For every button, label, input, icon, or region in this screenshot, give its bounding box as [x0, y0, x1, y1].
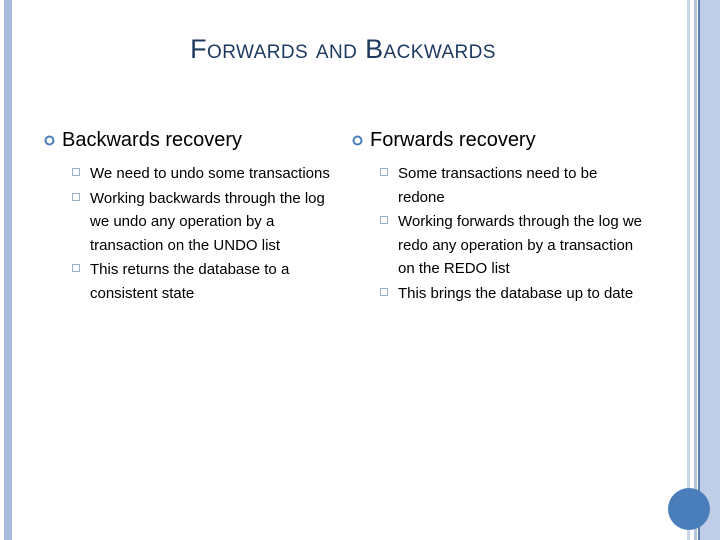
circle-outline-bullet-icon [352, 128, 370, 146]
list-item-label: Working forwards through the log we redo… [398, 213, 643, 277]
list-item: We need to undo some transactions [72, 162, 334, 186]
list-item-label: This returns the database to a consisten… [90, 261, 290, 302]
list-item-label: This brings the database up to date [398, 284, 634, 302]
slide-content: Backwards recovery We need to undo some … [44, 128, 664, 306]
decorative-circle [668, 488, 710, 530]
list-item-label: Working backwards through the log we und… [90, 189, 325, 254]
square-outline-bullet-icon [72, 258, 90, 272]
list-item: This brings the database up to date [380, 282, 642, 306]
right-decorative-stripe-1 [687, 0, 690, 540]
circle-outline-bullet-icon [44, 128, 62, 146]
list-item-label: Some transactions need to be redone [398, 165, 598, 206]
square-outline-bullet-icon [380, 282, 398, 296]
column-heading-row: Backwards recovery [44, 128, 334, 152]
list-item-label: We need to undo some transactions [90, 165, 330, 182]
column-heading-row: Forwards recovery [352, 128, 642, 152]
right-decorative-stripe-2 [694, 0, 697, 540]
list-item: Some transactions need to be redone [380, 162, 642, 209]
column-heading-label: Forwards recovery [370, 129, 536, 151]
slide-title: Forwards and Backwards [190, 34, 496, 64]
right-decorative-stripe-3 [698, 0, 700, 540]
square-outline-bullet-icon [380, 162, 398, 176]
right-decorative-stripe-4 [700, 0, 720, 540]
square-outline-bullet-icon [380, 210, 398, 224]
column-heading-label: Backwards recovery [62, 129, 243, 151]
square-outline-bullet-icon [72, 187, 90, 201]
square-outline-bullet-icon [72, 162, 90, 176]
content-column-forwards: Forwards recovery Some transactions need… [352, 128, 642, 306]
sub-bullet-list: We need to undo some transactions Workin… [44, 162, 334, 305]
list-item: Working forwards through the log we redo… [380, 210, 642, 281]
sub-bullet-list: Some transactions need to be redone Work… [352, 162, 642, 305]
list-item: Working backwards through the log we und… [72, 187, 334, 258]
list-item: This returns the database to a consisten… [72, 258, 334, 305]
content-column-backwards: Backwards recovery We need to undo some … [44, 128, 334, 306]
left-decorative-stripe [4, 0, 12, 540]
